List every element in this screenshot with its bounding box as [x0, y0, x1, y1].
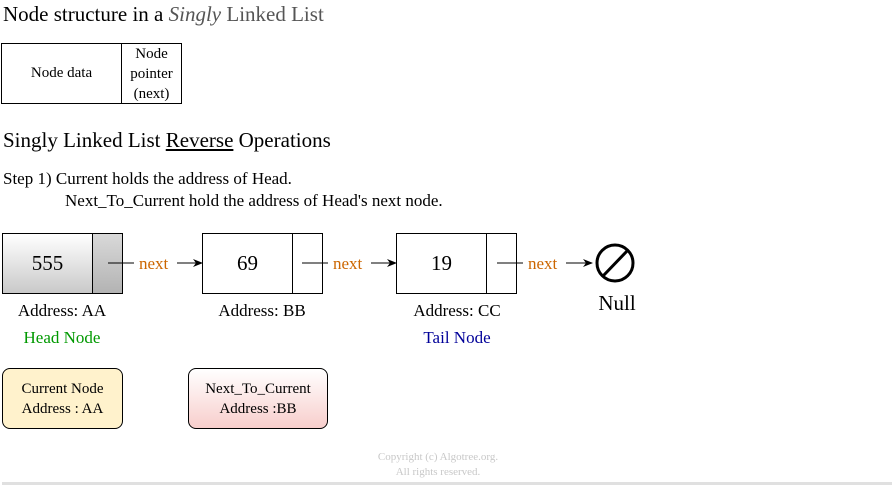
- next-label: next: [139, 254, 169, 273]
- legend-pointer-line: pointer: [130, 65, 173, 82]
- title-prefix: Node structure in a: [3, 2, 169, 26]
- node-value: 19: [397, 234, 487, 293]
- bottom-divider: [2, 482, 892, 485]
- next-to-current-title: Next_To_Current: [205, 380, 311, 397]
- null-icon: [595, 243, 635, 283]
- page-title: Node structure in a Singly Linked List: [3, 2, 324, 27]
- node-address: Address: BB: [218, 301, 306, 320]
- current-node-title: Current Node: [21, 380, 104, 397]
- section-title: Singly Linked List Reverse Operations: [3, 128, 331, 153]
- section-underlined: Reverse: [165, 128, 234, 152]
- copyright-line-1: Copyright (c) Algotree.org.: [377, 451, 499, 463]
- title-suffix: Linked List: [221, 2, 324, 26]
- legend-pointer-cell: Node pointer (next): [122, 44, 181, 103]
- legend-pointer-line: (next): [133, 85, 170, 102]
- node-value: 555: [3, 234, 93, 293]
- next-label: next: [333, 254, 363, 273]
- legend-data-cell: Node data: [2, 44, 122, 103]
- node-address: Address: AA: [17, 301, 107, 320]
- step-description: Step 1) Current holds the address of Hea…: [3, 168, 443, 212]
- copyright-line-2: All rights reserved.: [395, 466, 481, 478]
- copyright-notice: Copyright (c) Algotree.org. All rights r…: [338, 450, 538, 480]
- current-node-box: Current Node Address : AA: [2, 368, 123, 429]
- next-label: next: [528, 254, 558, 273]
- section-prefix: Singly Linked List: [3, 128, 166, 152]
- step-line-1: Step 1) Current holds the address of Hea…: [3, 169, 292, 188]
- node-value: 69: [203, 234, 293, 293]
- legend-node-structure: Node data Node pointer (next): [1, 43, 182, 104]
- list-node-head: 555: [2, 233, 123, 294]
- step-line-2: Next_To_Current hold the address of Head…: [65, 191, 443, 210]
- tail-node-label: Tail Node: [423, 328, 491, 347]
- legend-pointer-line: Node: [135, 45, 168, 62]
- next-to-current-box: Next_To_Current Address :BB: [188, 368, 328, 429]
- section-suffix: Operations: [233, 128, 331, 152]
- head-node-label: Head Node: [23, 328, 101, 347]
- current-node-address: Address : AA: [21, 400, 104, 417]
- next-to-current-address: Address :BB: [219, 400, 297, 417]
- null-label: Null: [598, 291, 636, 315]
- node-address: Address: CC: [413, 301, 501, 320]
- title-emphasis: Singly: [168, 2, 222, 26]
